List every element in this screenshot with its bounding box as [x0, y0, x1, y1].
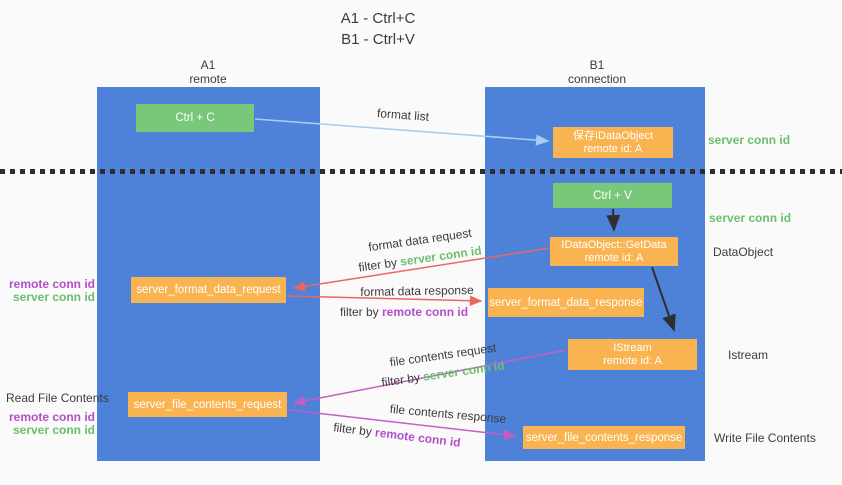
- diagram-title: A1 - Ctrl+C B1 - Ctrl+V: [278, 8, 478, 50]
- ctrl-c-box: Ctrl + C: [136, 104, 254, 132]
- filter-by-prefix: filter by: [357, 255, 398, 275]
- write-file-contents-note: Write File Contents: [714, 431, 816, 445]
- ctrl-v-box: Ctrl + V: [553, 183, 672, 208]
- format-list-label: format list: [376, 106, 430, 124]
- server-format-data-response-box: server_format_data_response: [488, 288, 644, 317]
- dotted-divider: [0, 169, 842, 174]
- server-format-data-request-box: server_format_data_request: [131, 277, 286, 303]
- lifeline-a1-role: remote: [189, 72, 227, 86]
- mid-left-conn-id-group: remote conn id server conn id: [0, 278, 95, 304]
- istream-box: IStream remote id: A: [568, 339, 697, 370]
- save-idataobject-line2: remote id: A: [583, 142, 643, 155]
- bottom-left-conn-id-group: remote conn id server conn id: [0, 411, 95, 437]
- istream-line2: remote id: A: [603, 354, 662, 367]
- getdata-line2: remote id: A: [584, 251, 644, 264]
- server-file-contents-request-label: server_file_contents_request: [133, 398, 282, 411]
- filter-by-prefix: filter by: [339, 305, 379, 319]
- ctrl-c-label: Ctrl + C: [175, 112, 215, 124]
- filter-by-remote-conn-id-label-bottom: filter by remote conn id: [333, 420, 462, 450]
- istream-note: Istream: [728, 348, 769, 362]
- save-idataobject-line1: 保存IDataObject: [572, 129, 654, 142]
- server-file-contents-response-box: server_file_contents_response: [523, 426, 685, 449]
- dataobject-note: DataObject: [713, 245, 774, 259]
- remote-conn-id-key: remote conn id: [374, 425, 462, 450]
- lifeline-b1-header: B1 connection: [537, 58, 657, 86]
- remote-conn-id-note-bottom: remote conn id: [8, 410, 95, 424]
- server-file-contents-request-box: server_file_contents_request: [128, 392, 287, 417]
- lifeline-a1-header: A1 remote: [148, 58, 268, 86]
- remote-conn-id-note-mid: remote conn id: [8, 277, 95, 291]
- filter-by-remote-conn-id-label-mid: filter by remote conn id: [340, 305, 468, 319]
- title-line-2: B1 - Ctrl+V: [341, 31, 415, 48]
- getdata-line1: IDataObject::GetData: [561, 238, 667, 251]
- server-conn-id-note-left-bottom: server conn id: [12, 423, 95, 437]
- istream-line1: IStream: [613, 341, 652, 354]
- title-line-1: A1 - Ctrl+C: [340, 10, 416, 27]
- server-conn-id-note-left-mid: server conn id: [12, 290, 95, 304]
- server-conn-id-note-top: server conn id: [708, 133, 791, 147]
- filter-by-prefix: filter by: [332, 420, 373, 439]
- lifeline-a1-name: A1: [200, 58, 216, 72]
- ctrl-v-label: Ctrl + V: [593, 189, 632, 202]
- server-format-data-request-label: server_format_data_request: [136, 284, 281, 296]
- idataobject-getdata-box: IDataObject::GetData remote id: A: [550, 237, 678, 266]
- lifeline-b1-role: connection: [567, 72, 627, 86]
- lifeline-b1-name: B1: [589, 58, 605, 72]
- save-idataobject-box: 保存IDataObject remote id: A: [553, 127, 673, 158]
- server-format-data-response-label: server_format_data_response: [489, 296, 643, 309]
- server-file-contents-response-label: server_file_contents_response: [525, 431, 683, 444]
- server-conn-id-note-mid: server conn id: [709, 211, 792, 225]
- filter-by-prefix: filter by: [380, 370, 421, 390]
- remote-conn-id-key: remote conn id: [382, 305, 469, 319]
- format-data-response-label: format data response: [360, 283, 474, 299]
- read-file-contents-note: Read File Contents: [6, 391, 109, 405]
